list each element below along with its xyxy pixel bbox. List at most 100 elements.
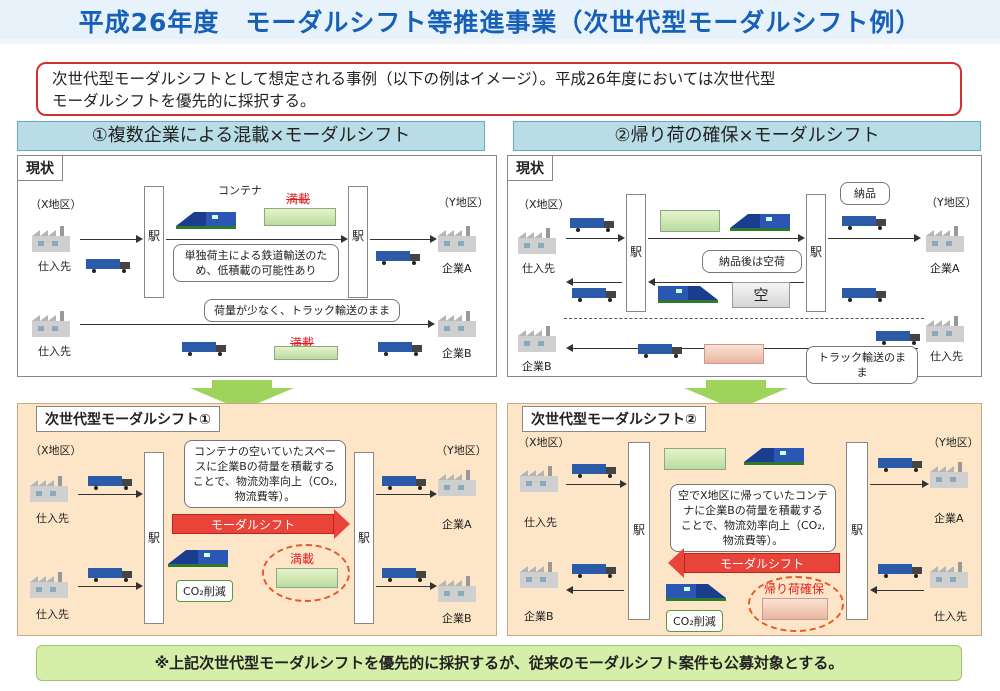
truck-icon [572, 464, 616, 478]
route-line [376, 494, 432, 495]
panel-current-1: 現状 （X地区） （Y地区） 仕入先 仕入先 企業A 企業B 駅 駅 コンテナ … [17, 155, 497, 377]
arrow-head-icon [136, 582, 143, 590]
truck-icon [572, 564, 616, 578]
arrow-head-icon [870, 586, 877, 594]
factory-icon [520, 466, 558, 492]
company-a-label: 企業A [934, 512, 964, 525]
truck-icon [878, 564, 922, 578]
callout-return-cargo: 空でX地区に帰っていたコンテナに企業Bの荷量を積載することで、物流効率向上（CO… [670, 484, 836, 552]
station-label: 駅 [147, 531, 160, 545]
intro-box: 次世代型モーダルシフトとして想定される事例（以下の例はイメージ）。平成26年度に… [36, 62, 962, 116]
supplier-label: 仕入先 [36, 512, 69, 525]
truck-icon [182, 342, 226, 356]
callout-empty-after: 納品後は空荷 [702, 250, 802, 273]
container-box [660, 210, 720, 232]
station-box: 駅 [144, 186, 164, 298]
route-line [80, 324, 430, 325]
route-line [572, 282, 622, 283]
factory-icon [926, 316, 964, 342]
company-b-label: 企業B [522, 360, 552, 373]
section-1-header: ①複数企業による混載×モーダルシフト [17, 121, 485, 151]
factory-icon [438, 576, 476, 602]
full-load-label: 満載 [290, 552, 315, 566]
x-region-label: （X地区） [30, 444, 82, 457]
truck-icon [88, 568, 132, 582]
modal-shift-arrow-head-icon [334, 509, 350, 539]
route-line [80, 239, 138, 240]
container-box [704, 344, 764, 364]
factory-icon [438, 470, 476, 496]
container-box [664, 448, 726, 470]
panel-current-2: 現状 （X地区） （Y地区） 仕入先 企業B 企業A 仕入先 駅 駅 空 納品 … [507, 155, 982, 384]
factory-icon [926, 226, 964, 252]
section-2-header: ②帰り荷の確保×モーダルシフト [513, 121, 981, 151]
arrow-head-icon [136, 490, 143, 498]
truck-icon [570, 218, 614, 232]
x-region-label: （X地区） [30, 198, 82, 211]
train-icon [666, 584, 726, 601]
truck-icon [876, 331, 920, 345]
truck-icon [88, 476, 132, 490]
truck-icon [638, 344, 682, 358]
next-tag: 次世代型モーダルシフト① [36, 406, 220, 432]
divider-line [564, 318, 924, 319]
truck-icon [842, 216, 886, 230]
factory-icon [438, 226, 476, 252]
truck-icon [378, 342, 422, 356]
station-label: 駅 [632, 523, 645, 537]
route-line [376, 586, 432, 587]
train-icon [744, 448, 804, 465]
truck-icon [382, 476, 426, 490]
truck-icon [86, 259, 130, 273]
route-line [78, 494, 138, 495]
arrow-head-icon [341, 235, 348, 243]
train-icon [168, 550, 228, 567]
supplier-label: 仕入先 [930, 350, 963, 363]
page-title: 平成26年度 モーダルシフト等推進事業（次世代型モーダルシフト例） [78, 8, 922, 37]
truck-icon [572, 288, 616, 302]
down-arrow-stem [706, 380, 766, 390]
x-region-label: （X地区） [518, 198, 570, 211]
factory-icon [930, 562, 968, 588]
co2-reduction-badge: CO₂削減 [666, 610, 723, 632]
station-box: 駅 [628, 442, 650, 620]
factory-icon [438, 311, 476, 337]
station-label: 駅 [629, 245, 642, 259]
empty-container: 空 [732, 282, 790, 308]
station-box: 駅 [348, 186, 368, 298]
full-load-strike: 満載 [286, 192, 311, 206]
title-stripe [0, 39, 1000, 44]
route-line [370, 239, 432, 240]
co2-reduction-badge: CO₂削減 [176, 580, 233, 602]
supplier-label: 仕入先 [524, 516, 557, 529]
x-region-label: （X地区） [518, 436, 570, 449]
factory-icon [518, 228, 556, 254]
station-box: 駅 [626, 194, 646, 312]
container-label: コンテナ [218, 184, 262, 197]
route-line [572, 590, 624, 591]
train-icon [658, 286, 718, 303]
route-line [78, 586, 138, 587]
arrow-head-icon [914, 234, 921, 242]
company-b-label: 企業B [442, 347, 472, 360]
route-line [876, 590, 924, 591]
arrow-head-icon [566, 586, 573, 594]
supplier-label: 仕入先 [38, 345, 71, 358]
train-icon [176, 212, 236, 229]
callout-truck-only: 荷量が少なく、トラック輸送のまま [204, 299, 400, 322]
company-b-label: 企業B [524, 610, 554, 623]
arrow-head-icon [618, 234, 625, 242]
station-label: 駅 [357, 531, 370, 545]
truck-icon [376, 251, 420, 265]
container-box [264, 208, 336, 226]
intro-line-1: 次世代型モーダルシフトとして想定される事例（以下の例はイメージ）。平成26年度に… [52, 70, 776, 88]
footer-note: ※上記次世代型モーダルシフトを優先的に採択するが、従来のモーダルシフト案件も公募… [36, 645, 962, 681]
intro-line-2: モーダルシフトを優先的に採択する。 [52, 92, 316, 110]
arrow-head-icon [922, 480, 929, 488]
callout-truck-only: トラック輸送のまま [806, 346, 918, 384]
station-box: 駅 [144, 452, 164, 624]
route-line [566, 484, 622, 485]
supplier-label: 仕入先 [38, 260, 71, 273]
route-line [828, 238, 916, 239]
company-a-label: 企業A [442, 518, 472, 531]
